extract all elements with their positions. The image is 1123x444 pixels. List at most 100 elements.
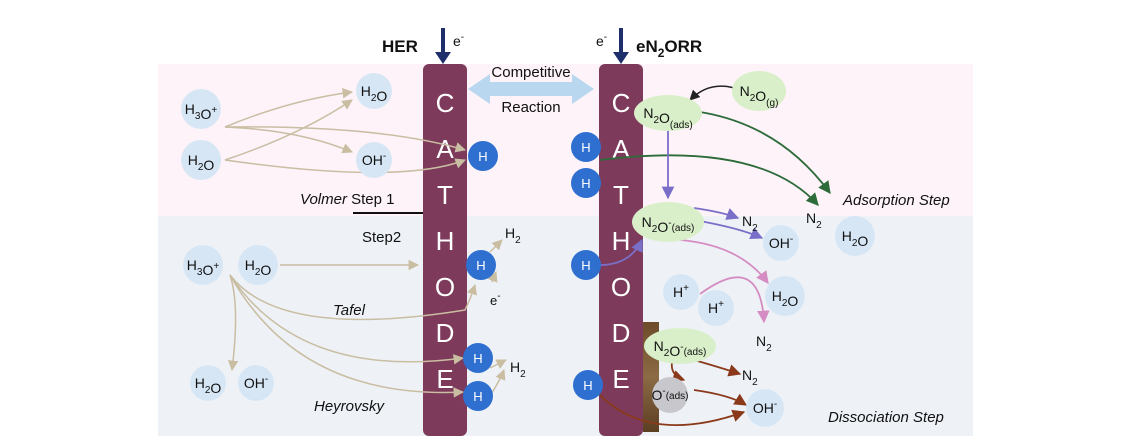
h2-product-1: H2 (505, 225, 521, 246)
n2o-ads-label: N2O(ads) (643, 105, 692, 131)
h3o-label: H3O+ (185, 101, 218, 122)
oh-right-1-bubble (763, 225, 799, 261)
arrow-n2o-ads-to-n2 (699, 111, 831, 195)
arrow-h3o-to-h (224, 126, 467, 153)
h-atom-heyrovsky-2 (463, 381, 493, 411)
n2o-minus-ads-2-bubble (644, 328, 716, 364)
hplus-2-bubble (698, 290, 734, 326)
arrow-h-to-h2-heyrovsky (489, 359, 507, 369)
cathode-right-letter-5: O (611, 272, 631, 302)
hplus-1-label: H+ (673, 283, 689, 300)
arrow-h3o-to-heyrovsky-2 (229, 274, 465, 398)
h-atom-heyrovsky-2-label: H (473, 389, 482, 404)
arrow-h3o-to-bottom (227, 274, 239, 372)
arrow-h2o-to-h2o (224, 99, 353, 161)
cathode-right-letter-1: C (612, 88, 631, 118)
h2o-adsorption-label: H2O (842, 228, 869, 249)
h2o-top-bubble (356, 73, 392, 109)
h3o-bubble (181, 89, 221, 129)
cathode-right-letter-3: T (613, 180, 629, 210)
cathode-right-letter-2: A (612, 134, 630, 164)
hplus-2-label: H+ (708, 299, 724, 316)
n2o-ads-bubble (634, 95, 702, 131)
n2o-minus-ads-label: N2O-(ads) (642, 214, 695, 235)
competitive-label: Competitive (491, 64, 570, 81)
h-atom-right-2 (571, 168, 601, 198)
electron-label-right: e- (596, 32, 607, 49)
arrow-o-to-oh (693, 389, 748, 406)
reaction-label: Reaction (501, 99, 560, 116)
h2o-bubble (181, 140, 221, 180)
h2o-bottom-bubble (190, 365, 226, 401)
h-atom-right-1 (571, 132, 601, 162)
oh-top-label: OH- (362, 151, 386, 168)
arrow-h-to-oh (599, 394, 746, 427)
her-label: HER (382, 37, 418, 56)
h2o-label: H2O (188, 152, 215, 173)
h-atom-tafel (466, 250, 496, 280)
cathode-right-letter-6: D (612, 318, 631, 348)
o-minus-ads-label: O-(ads) (651, 386, 688, 403)
arrow-hplus-to-n2 (699, 276, 770, 324)
competitive-double-arrow (468, 74, 594, 104)
h-atom-right-3 (571, 250, 601, 280)
h2o-2-label: H2O (245, 257, 272, 278)
volmer-step1-label: Volmer Step 1 (300, 191, 395, 208)
h-atom-right-2-label: H (581, 176, 590, 191)
cathode-right-letter-4: H (612, 226, 631, 256)
h-atom-right-4-label: H (583, 378, 592, 393)
h-atom-right-4 (573, 370, 603, 400)
enorr-label: eN2ORR (636, 37, 702, 60)
heyrovsky-label: Heyrovsky (314, 398, 386, 415)
n2o-gas-label: N2O(g) (740, 83, 779, 109)
n2-adsorption: N2 (806, 210, 822, 231)
cathode-left-letter-2: A (436, 134, 454, 164)
h2o-mid-label: H2O (772, 288, 799, 309)
h2o-bottom-label: H2O (195, 375, 222, 396)
brown-arrows (599, 359, 748, 427)
electron-label-left: e- (453, 32, 464, 49)
arrow-minus2-to-o (670, 361, 686, 383)
h2o-2-bubble (238, 245, 278, 285)
n2-product-3: N2 (742, 367, 758, 388)
h-atom-right-1-label: H (581, 140, 590, 155)
tafel-label: Tafel (333, 302, 366, 319)
dissociation-panel (158, 216, 973, 436)
h2o-adsorption-bubble (835, 216, 875, 256)
arrow-minus-to-n2 (693, 207, 740, 220)
n2o-gas-bubble (732, 71, 786, 111)
cathode-right-letter-7: E (612, 364, 629, 394)
n2o-minus-ads-2-label: N2O-(ads) (654, 338, 707, 359)
arrow-h-to-adsorption (599, 154, 819, 206)
h3o-2-bubble (183, 245, 223, 285)
electron-arrowhead-left (435, 52, 451, 64)
cathode-left-letter-6: D (436, 318, 455, 348)
cathode-left-letter-3: T (437, 180, 453, 210)
h2o-top-label: H2O (361, 83, 388, 104)
oh-right-2-label: OH- (753, 399, 777, 416)
arrow-h-to-minus-ads (599, 238, 643, 266)
adsorption-step-label: Adsorption Step (842, 192, 950, 209)
h-atom-tafel-label: H (476, 258, 485, 273)
arrow-minus2-to-n2 (693, 359, 742, 377)
step2-label: Step2 (362, 229, 401, 246)
h-atom-heyrovsky-1-label: H (473, 351, 482, 366)
oh-top-bubble (356, 142, 392, 178)
electron-small: e- (490, 291, 501, 308)
h-atom-right-3-label: H (581, 258, 590, 273)
h-atom-volmer (468, 141, 498, 171)
h-atom-volmer-label: H (478, 149, 487, 164)
n2o-minus-ads-bubble (632, 202, 704, 242)
oh-bottom-label: OH- (244, 374, 268, 391)
arrow-minus-to-h2o (679, 239, 769, 285)
hplus-1-bubble (663, 274, 699, 310)
arrow-e-to-h (487, 271, 498, 283)
h-atom-heyrovsky-1 (463, 343, 493, 373)
h2o-mid-bubble (765, 276, 805, 316)
arrow-h3o-to-h2o (224, 88, 354, 128)
h3o-2-label: H3O+ (187, 257, 220, 278)
arrow-h-to-h2 (489, 239, 503, 253)
cathode-left-letter-4: H (436, 226, 455, 256)
